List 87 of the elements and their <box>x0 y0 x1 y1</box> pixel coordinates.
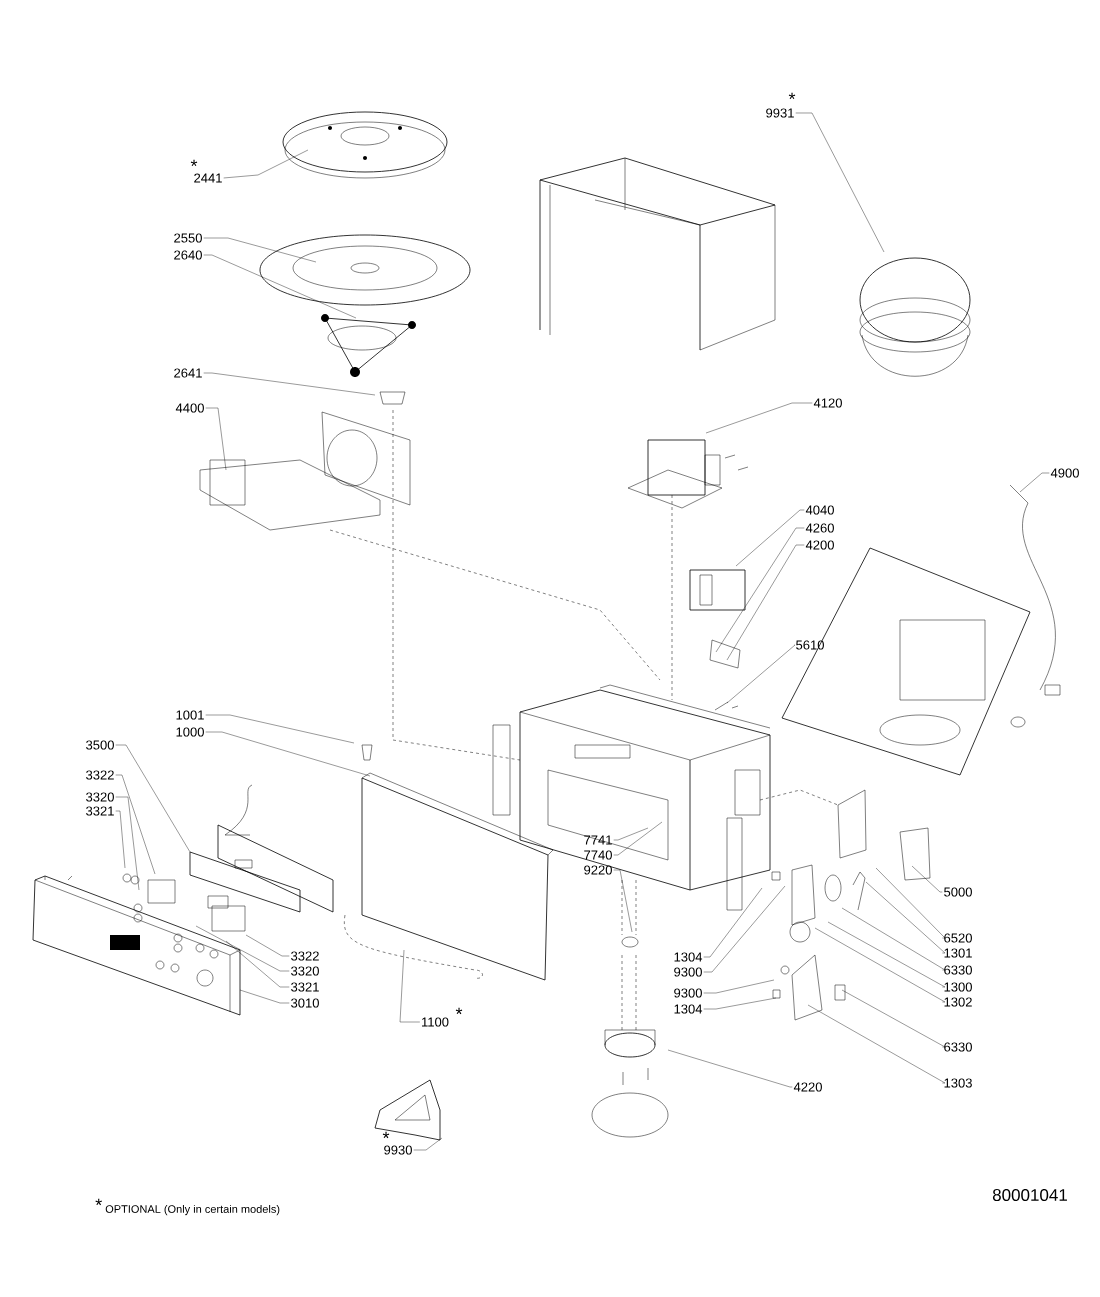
leader-line <box>245 934 290 957</box>
callout-number: 1302 <box>944 997 972 1007</box>
leader-line <box>841 989 946 1048</box>
asterisk-mark: * <box>190 159 198 167</box>
callout-number: 3500 <box>86 740 114 750</box>
callout-number: 5610 <box>796 640 824 650</box>
leader-line <box>613 827 649 841</box>
leader-line <box>115 796 140 891</box>
callout-number: 9220 <box>584 865 612 875</box>
leader-line <box>115 774 156 875</box>
callout-number: 1100 <box>422 1017 449 1027</box>
leader-line <box>726 644 796 704</box>
callout-number: 3321 <box>291 982 319 992</box>
callout-number: 3322 <box>291 951 319 961</box>
callout-number: 3322 <box>86 770 114 780</box>
leader-line <box>613 869 633 933</box>
callout-number: 1300 <box>944 982 972 992</box>
asterisk-mark: * <box>382 1131 390 1139</box>
callout-number: 1000 <box>176 727 204 737</box>
asterisk-mark: * <box>455 1007 463 1015</box>
callout-number: 2441 <box>194 173 222 183</box>
leader-line <box>239 989 290 1004</box>
leader-line <box>115 810 126 869</box>
leader-line <box>865 881 946 954</box>
leader-line <box>203 254 357 319</box>
leader-line <box>841 907 946 971</box>
leader-line <box>705 402 813 434</box>
leader-line <box>703 885 786 973</box>
leader-line <box>807 1004 946 1084</box>
leader-line <box>911 865 943 893</box>
leader-line <box>795 112 885 253</box>
callout-number: 1303 <box>944 1078 972 1088</box>
leader-line <box>205 407 227 471</box>
callout-number: 4400 <box>175 403 204 413</box>
leader-line <box>225 940 290 988</box>
callout-number: 1001 <box>176 710 204 720</box>
callout-number: 7740 <box>584 850 612 860</box>
note-text: OPTIONAL (Only in certain models) <box>105 1204 280 1216</box>
callout-number: 6330 <box>944 965 972 975</box>
callout-number: 4200 <box>805 540 834 550</box>
leader-line <box>223 149 309 179</box>
leader-line <box>814 927 946 1003</box>
callout-number: 9300 <box>674 988 702 998</box>
callout-number: 7741 <box>584 835 612 845</box>
callout-number: 2641 <box>174 368 202 378</box>
callout-number: 3320 <box>86 792 114 802</box>
callout-number: 6520 <box>944 933 972 943</box>
leader-line <box>703 979 775 994</box>
leader-line <box>875 867 946 939</box>
callout-number: 9930 <box>384 1145 412 1155</box>
leader-line <box>203 237 317 263</box>
callout-number: 3321 <box>86 806 114 816</box>
leader-line <box>1019 472 1050 493</box>
leader-line <box>703 997 777 1010</box>
leader-line <box>667 1049 793 1088</box>
asterisk-mark: * <box>95 1198 102 1206</box>
leader-line <box>726 544 805 661</box>
leader-line <box>413 1137 443 1151</box>
leader-line <box>115 744 191 853</box>
leader-line <box>715 527 805 653</box>
callout-number: 1304 <box>674 1004 703 1014</box>
leader-line <box>195 925 290 972</box>
leader-line <box>613 821 663 856</box>
callout-number: 4260 <box>805 523 834 533</box>
callout-number: 4120 <box>813 398 842 408</box>
leader-line <box>703 887 763 958</box>
callout-number: 6330 <box>944 1042 972 1052</box>
leader-line <box>735 509 805 567</box>
callout-number: 4040 <box>805 505 834 515</box>
leader-line <box>203 372 376 396</box>
leader-line <box>205 714 355 744</box>
callout-number: 1301 <box>944 948 972 958</box>
callout-number: 4900 <box>1050 468 1079 478</box>
drawing-number: 80001041 <box>992 1189 1067 1202</box>
callout-number: 4220 <box>793 1082 822 1092</box>
callout-number: 9300 <box>674 967 702 977</box>
callout-number: 9931 <box>766 108 794 118</box>
callout-number: 2550 <box>174 233 202 243</box>
leader-line <box>205 731 371 777</box>
callout-number: 1304 <box>674 952 703 962</box>
asterisk-mark: * <box>788 92 796 100</box>
leader-line <box>827 921 946 988</box>
callout-number: 3320 <box>291 966 319 976</box>
leader-line <box>399 949 421 1023</box>
callout-number: 3010 <box>291 998 319 1008</box>
callout-number: 5000 <box>944 887 972 897</box>
callout-number: 2640 <box>174 250 202 260</box>
